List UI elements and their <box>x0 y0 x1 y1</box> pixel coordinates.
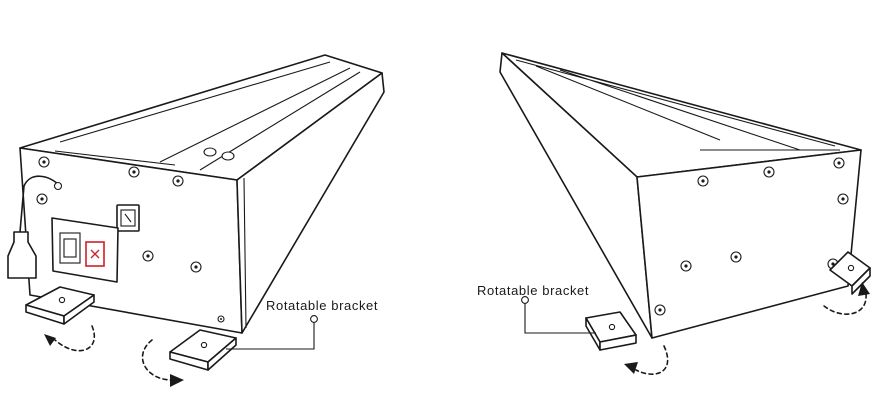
callout-leader <box>521 296 596 334</box>
left-unit: Rotatable bracket <box>7 54 385 387</box>
power-plug-icon <box>7 175 63 279</box>
rocker-switch-icon <box>116 204 140 232</box>
rotation-arrow-icon <box>624 345 669 375</box>
left-bracket-label: Rotatable bracket <box>266 298 378 313</box>
screw-icon <box>654 157 849 316</box>
right-bracket-label: Rotatable bracket <box>477 283 589 298</box>
callout-leader <box>226 315 318 350</box>
bracket-icon <box>25 286 95 325</box>
bracket-icon <box>169 315 237 371</box>
rotation-arrow-icon <box>44 325 95 352</box>
rotation-arrow-icon <box>823 282 870 315</box>
knob-icon <box>203 147 235 161</box>
power-inlet-icon <box>51 217 119 283</box>
right-unit: Rotatable bracket <box>477 52 871 375</box>
screw-icon <box>36 156 202 273</box>
bracket-icon <box>829 251 871 295</box>
rotation-arrow-icon <box>141 339 184 387</box>
bracket-icon <box>585 311 637 351</box>
